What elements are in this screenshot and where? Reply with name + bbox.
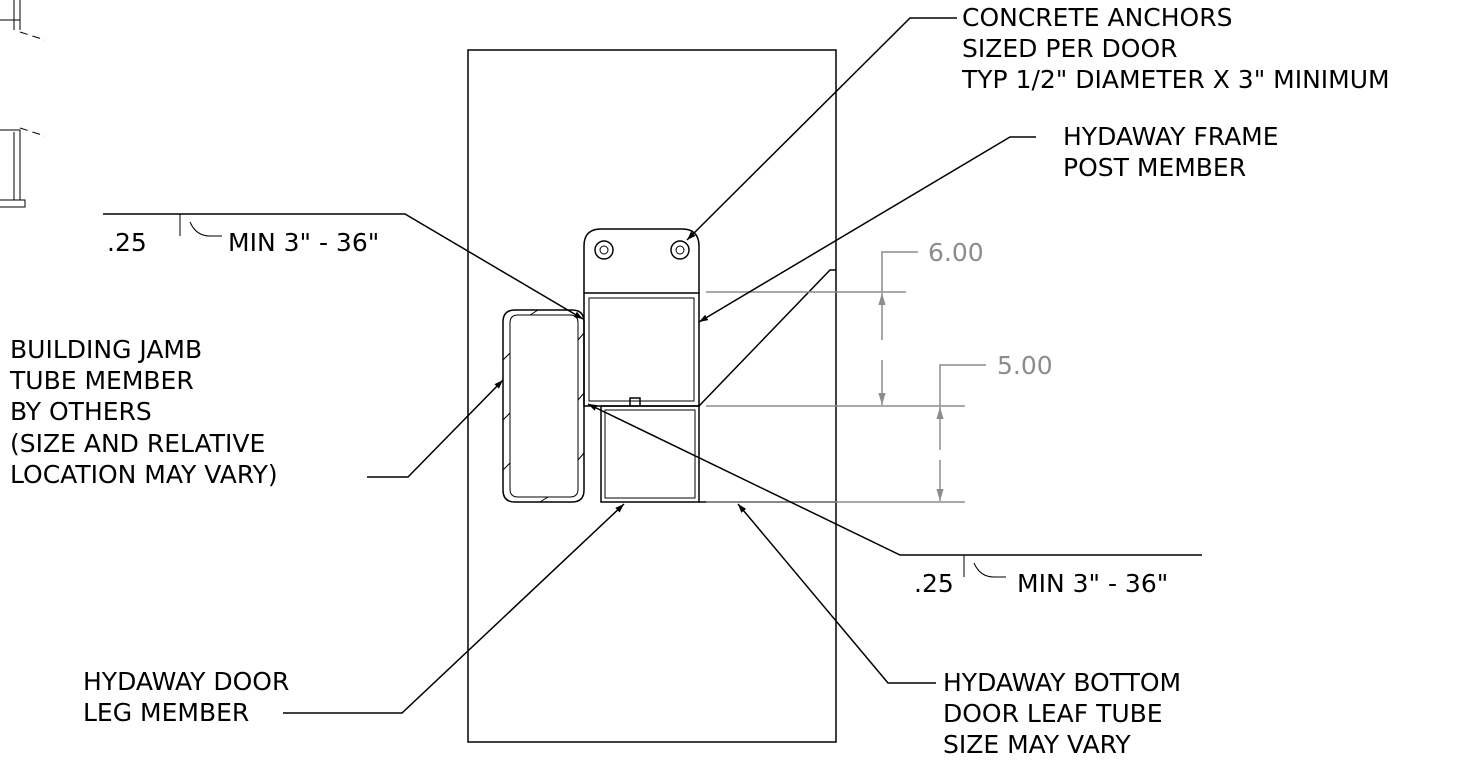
callout-line: DOOR LEAF TUBE [943,699,1163,728]
callout-line: LOCATION MAY VARY) [10,460,278,489]
callout-line: LEG MEMBER [83,698,249,727]
adjacent-view-fragment [0,0,46,208]
callout-line: BUILDING JAMB [10,335,202,364]
dimension-upper-value: 6.00 [928,238,984,267]
dimension-upper: 6.00 [706,238,984,407]
callout-line: SIZED PER DOOR [962,34,1178,63]
frame-post-member [583,292,700,407]
callout-line: SIZE MAY VARY [943,730,1131,759]
callout-line: HYDAWAY BOTTOM [943,668,1181,697]
callout-concrete-anchors: CONCRETE ANCHORS SIZED PER DOOR TYP 1/2"… [961,3,1390,94]
concrete-slab [467,49,837,743]
leader-frame-post [698,136,1036,323]
callout-bottom-leaf: HYDAWAY BOTTOM DOOR LEAF TUBE SIZE MAY V… [943,668,1181,759]
weld-upper-size: .25 [107,228,147,257]
door-leg-member [600,405,700,503]
weld-upper-length: MIN 3" - 36" [228,228,379,257]
callout-line: CONCRETE ANCHORS [962,3,1232,32]
anchor-bolt-right-icon [670,240,690,260]
door-leaf-diagonal [698,269,836,407]
weld-symbol-upper: .25 MIN 3" - 36" [107,214,379,257]
leader-door-leg [283,503,625,714]
callout-door-leg: HYDAWAY DOOR LEG MEMBER [83,667,289,727]
leader-weld-upper [103,213,584,320]
callout-line: TYP 1/2" DIAMETER X 3" MINIMUM [961,65,1390,94]
leader-building-jamb [367,379,504,478]
callout-line: HYDAWAY FRAME [1063,122,1279,151]
callout-building-jamb: BUILDING JAMB TUBE MEMBER BY OTHERS (SIZ… [9,335,278,489]
weld-lower-size: .25 [914,569,954,598]
building-jamb-tube [502,309,585,503]
callout-line: HYDAWAY DOOR [83,667,289,696]
anchor-plate [583,228,700,293]
leader-weld-lower [587,403,1202,556]
weld-symbol-lower: .25 MIN 3" - 36" [914,555,1168,598]
callout-line: POST MEMBER [1063,153,1246,182]
callout-line: BY OTHERS [10,397,152,426]
anchor-bolt-left-icon [594,240,614,260]
callout-line: (SIZE AND RELATIVE [10,429,265,458]
leader-concrete-anchors [686,17,957,241]
dimension-lower: 5.00 [706,351,1053,503]
callout-frame-post: HYDAWAY FRAME POST MEMBER [1063,122,1279,182]
weld-lower-length: MIN 3" - 36" [1017,569,1168,598]
callout-line: TUBE MEMBER [9,366,194,395]
leader-bottom-leaf [737,503,936,684]
dimension-lower-value: 5.00 [997,351,1053,380]
